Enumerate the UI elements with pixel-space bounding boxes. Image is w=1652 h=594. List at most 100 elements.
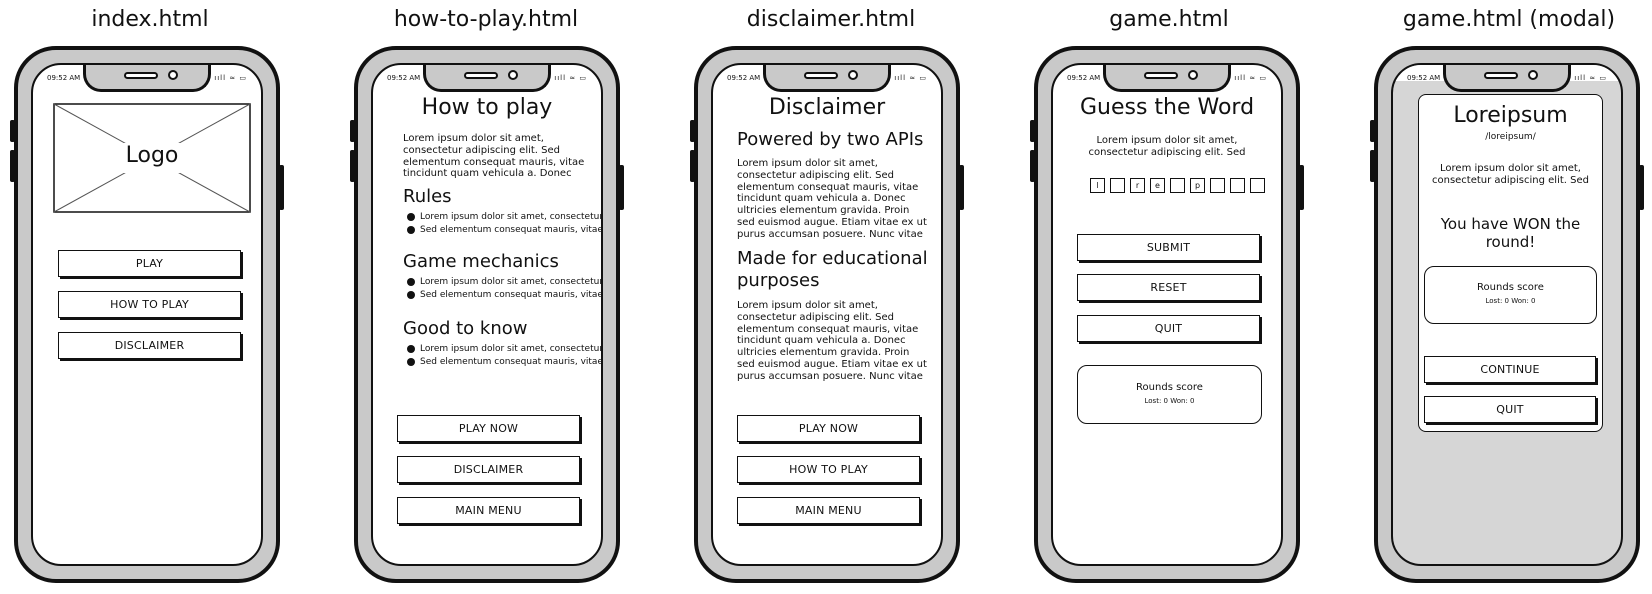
- good-to-know-bullet: Sed elementum consequat mauris, vitae: [407, 356, 601, 368]
- status-icons: ııll ≈ ▭: [214, 74, 247, 82]
- status-icons: ııll ≈ ▭: [554, 74, 587, 82]
- letter-box[interactable]: [1170, 178, 1185, 193]
- camera-icon: [508, 70, 518, 80]
- submit-button[interactable]: SUBMIT: [1077, 234, 1260, 261]
- status-time: 09:52 AM: [1067, 74, 1101, 82]
- letter-box[interactable]: [1230, 178, 1245, 193]
- status-icons: ııll ≈ ▭: [1574, 74, 1607, 82]
- power-button: [1639, 165, 1644, 210]
- speaker-icon: [124, 72, 158, 79]
- phone-how-to-play: 09:52 AM ııll ≈ ▭ How to play Lorem ipsu…: [350, 46, 624, 583]
- rounds-score-box: Rounds score Lost: 0 Won: 0: [1077, 365, 1262, 424]
- reset-button[interactable]: RESET: [1077, 274, 1260, 301]
- page-title: How to play: [421, 95, 553, 120]
- frame-title-game-modal: game.html (modal): [1402, 7, 1616, 32]
- notch: [1103, 65, 1231, 92]
- screen-game-modal: 09:52 AM ııll ≈ ▭ Loreipsum /loreipsum/ …: [1391, 63, 1623, 566]
- play-now-button[interactable]: PLAY NOW: [737, 415, 920, 442]
- power-button: [619, 165, 624, 210]
- rounds-score-values: Lost: 0 Won: 0: [1144, 397, 1195, 405]
- frame-title-how-to-play: how-to-play.html: [393, 7, 579, 32]
- camera-icon: [848, 70, 858, 80]
- volume-button: [10, 150, 15, 182]
- rules-bullet: Lorem ipsum dolor sit amet, consectetur: [407, 211, 601, 223]
- letter-box[interactable]: r: [1130, 178, 1145, 193]
- phone-game: 09:52 AM ııll ≈ ▭ Guess the Word Lorem i…: [1030, 46, 1304, 583]
- play-now-button[interactable]: PLAY NOW: [397, 415, 580, 442]
- notch: [83, 65, 211, 92]
- apis-paragraph: Lorem ipsum dolor sit amet, consectetur …: [737, 158, 927, 240]
- good-to-know-bullet: Lorem ipsum dolor sit amet, consectetur: [407, 343, 601, 355]
- rounds-score-box: Rounds score Lost: 0 Won: 0: [1424, 266, 1597, 324]
- letter-box[interactable]: [1110, 178, 1125, 193]
- intro-text: Lorem ipsum dolor sit amet, consectetur …: [403, 133, 585, 180]
- letter-box[interactable]: p: [1190, 178, 1205, 193]
- how-to-play-button[interactable]: HOW TO PLAY: [737, 456, 920, 483]
- disclaimer-button[interactable]: DISCLAIMER: [58, 332, 241, 359]
- educational-paragraph: Lorem ipsum dolor sit amet, consectetur …: [737, 300, 927, 382]
- continue-button[interactable]: CONTINUE: [1424, 356, 1596, 383]
- screen-index: 09:52 AM ııll ≈ ▭ Logo PLAY HOW TO PLAY …: [31, 63, 263, 566]
- notch: [763, 65, 891, 92]
- bullet-icon: [407, 278, 415, 286]
- status-time: 09:52 AM: [387, 74, 421, 82]
- notch: [1443, 65, 1571, 92]
- volume-button: [1030, 150, 1035, 182]
- how-to-play-button[interactable]: HOW TO PLAY: [58, 291, 241, 318]
- letter-box[interactable]: l: [1090, 178, 1105, 193]
- speaker-icon: [1144, 72, 1178, 79]
- letter-box[interactable]: [1210, 178, 1225, 193]
- page-title: Guess the Word: [1079, 95, 1255, 120]
- camera-icon: [168, 70, 178, 80]
- play-button[interactable]: PLAY: [58, 250, 241, 277]
- phone-game-modal: 09:52 AM ııll ≈ ▭ Loreipsum /loreipsum/ …: [1370, 46, 1644, 583]
- logo-placeholder-image: [53, 103, 251, 213]
- power-button: [959, 165, 964, 210]
- bullet-icon: [407, 213, 415, 221]
- screen-disclaimer: 09:52 AM ııll ≈ ▭ Disclaimer Powered by …: [711, 63, 943, 566]
- volume-button: [10, 120, 15, 142]
- rules-heading: Rules: [403, 186, 452, 207]
- good-to-know-heading: Good to know: [403, 318, 528, 339]
- volume-button: [1030, 120, 1035, 142]
- mechanics-bullet: Lorem ipsum dolor sit amet, consectetur: [407, 276, 601, 288]
- screen-how-to-play: 09:52 AM ııll ≈ ▭ How to play Lorem ipsu…: [371, 63, 603, 566]
- letter-box[interactable]: [1250, 178, 1265, 193]
- volume-button: [690, 120, 695, 142]
- frame-title-index: index.html: [91, 7, 209, 32]
- quit-button[interactable]: QUIT: [1077, 315, 1260, 342]
- status-time: 09:52 AM: [727, 74, 761, 82]
- frame-title-game: game.html: [1109, 7, 1229, 32]
- volume-button: [350, 120, 355, 142]
- mechanics-bullet: Sed elementum consequat mauris, vitae: [407, 289, 601, 301]
- bullet-icon: [407, 226, 415, 234]
- quit-button[interactable]: QUIT: [1424, 396, 1596, 423]
- educational-purposes-heading: Made for educational purposes: [737, 248, 928, 291]
- letter-box[interactable]: e: [1150, 178, 1165, 193]
- main-menu-button[interactable]: MAIN MENU: [397, 497, 580, 524]
- intro-text: Lorem ipsum dolor sit amet, consectetur …: [1088, 135, 1246, 158]
- rounds-score-values: Lost: 0 Won: 0: [1485, 297, 1536, 305]
- game-mechanics-heading: Game mechanics: [403, 251, 559, 272]
- status-icons: ııll ≈ ▭: [894, 74, 927, 82]
- bullet-icon: [407, 291, 415, 299]
- status-time: 09:52 AM: [47, 74, 81, 82]
- volume-button: [1370, 120, 1375, 142]
- result-modal: Loreipsum /loreipsum/ Lorem ipsum dolor …: [1418, 94, 1603, 432]
- modal-intro-text: Lorem ipsum dolor sit amet, consectetur …: [1431, 163, 1589, 186]
- rules-bullet: Sed elementum consequat mauris, vitae: [407, 224, 601, 236]
- notch: [423, 65, 551, 92]
- disclaimer-button[interactable]: DISCLAIMER: [397, 456, 580, 483]
- rounds-score-title: Rounds score: [1477, 282, 1544, 293]
- screen-game: 09:52 AM ııll ≈ ▭ Guess the Word Lorem i…: [1051, 63, 1283, 566]
- frame-title-disclaimer: disclaimer.html: [746, 7, 916, 32]
- modal-title: Loreipsum: [1453, 103, 1568, 128]
- won-message: You have WON the round!: [1440, 215, 1581, 251]
- page-title: Disclaimer: [768, 95, 886, 120]
- volume-button: [690, 150, 695, 182]
- main-menu-button[interactable]: MAIN MENU: [737, 497, 920, 524]
- power-button: [1299, 165, 1304, 210]
- status-time: 09:52 AM: [1407, 74, 1441, 82]
- phone-index: 09:52 AM ııll ≈ ▭ Logo PLAY HOW TO PLAY …: [10, 46, 284, 583]
- speaker-icon: [1484, 72, 1518, 79]
